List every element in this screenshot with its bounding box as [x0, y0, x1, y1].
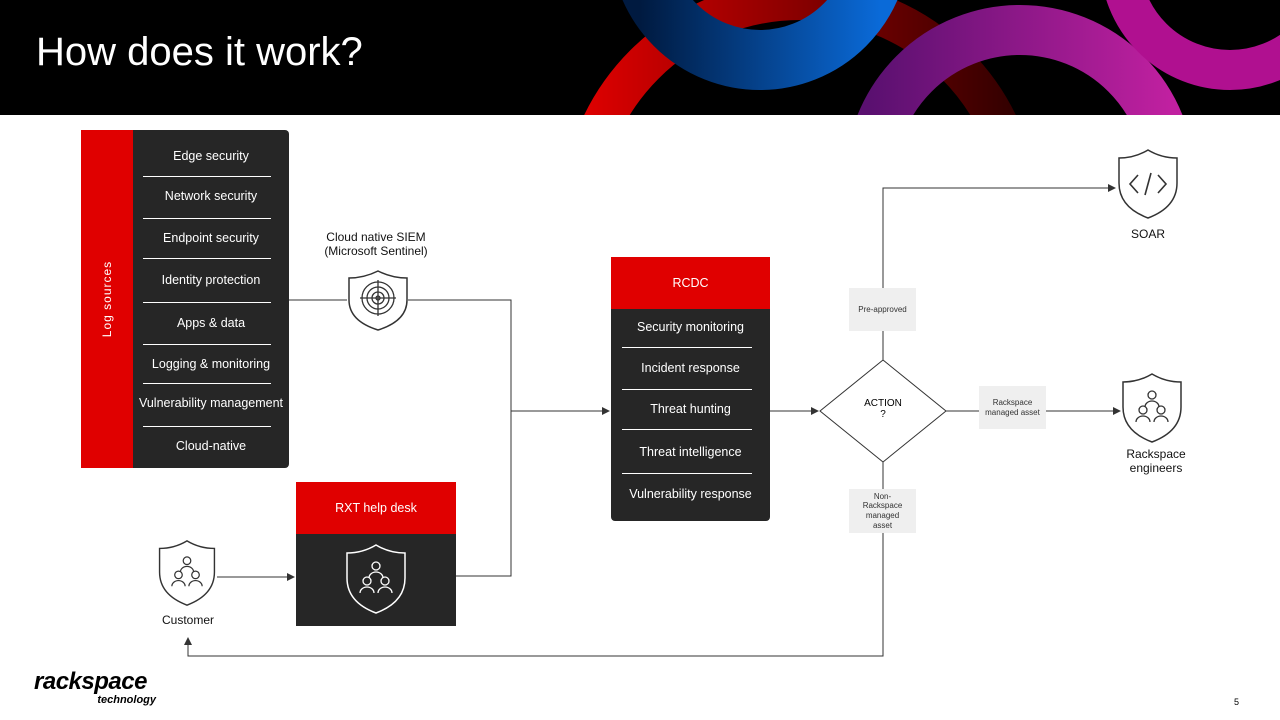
- log-source-item: Endpoint security: [163, 231, 259, 245]
- decision-line1: ACTION: [864, 398, 902, 409]
- code-shield-icon: [1118, 149, 1178, 219]
- log-source-item: Logging & monitoring: [151, 357, 271, 371]
- rcdc-header: RCDC: [611, 257, 770, 309]
- customer-shield-icon[interactable]: [156, 538, 218, 608]
- rcdc-item: Security monitoring: [637, 320, 744, 334]
- decision-label: ACTION ?: [843, 398, 923, 420]
- non-rackspace-managed-label: Non-Rackspace managed asset: [849, 489, 916, 533]
- log-source-item: Apps & data: [176, 316, 246, 330]
- log-source-item: Cloud-native: [175, 439, 247, 453]
- rcdc-item: Threat intelligence: [639, 445, 742, 459]
- log-source-item: Vulnerability management: [138, 396, 284, 410]
- rcdc-item: Threat hunting: [650, 402, 731, 416]
- rackspace-logo: rackspace technology: [34, 668, 156, 707]
- siem-label-line2: (Microsoft Sentinel): [324, 244, 428, 258]
- rackspace-managed-label: Rackspace managed asset: [979, 386, 1046, 429]
- decision-diamond: [819, 359, 947, 463]
- decision-line2: ?: [880, 409, 886, 420]
- log-sources-label: Log sources: [100, 260, 114, 338]
- rcdc-panel: RCDC Security monitoring Incident respon…: [611, 257, 770, 521]
- soar-label: SOAR: [1130, 227, 1165, 241]
- log-source-item: Identity protection: [161, 273, 261, 287]
- team-shield-icon: [346, 544, 406, 614]
- logo-main: rackspace: [34, 668, 147, 695]
- log-sources-label-bar: Log sources: [81, 130, 133, 468]
- log-source-item: Edge security: [173, 149, 249, 163]
- siem-label-line1: Cloud native SIEM: [326, 230, 426, 244]
- pre-approved-label: Pre-approved: [849, 288, 916, 331]
- customer-label: Customer: [161, 613, 214, 627]
- engineers-label: Rackspace engineers: [1106, 447, 1206, 475]
- engineers-line2: engineers: [1129, 461, 1183, 475]
- log-sources-list: Edge security Network security Endpoint …: [133, 130, 289, 468]
- page-title: How does it work?: [36, 30, 363, 74]
- rcdc-item: Vulnerability response: [629, 487, 752, 501]
- rcdc-item: Incident response: [641, 361, 740, 375]
- page-number: 5: [1234, 697, 1240, 707]
- log-source-item: Network security: [164, 189, 258, 203]
- engineers-line1: Rackspace: [1126, 447, 1186, 461]
- help-desk-panel: RXT help desk: [296, 482, 456, 626]
- help-desk-header: RXT help desk: [296, 482, 456, 534]
- siem-label: Cloud native SIEM (Microsoft Sentinel): [306, 230, 446, 258]
- radar-shield-icon: [348, 270, 408, 331]
- logo-sub: technology: [97, 694, 156, 706]
- header-banner: How does it work?: [0, 0, 1280, 115]
- engineers-shield-icon: [1122, 373, 1182, 443]
- decorative-rings: [584, 0, 1280, 115]
